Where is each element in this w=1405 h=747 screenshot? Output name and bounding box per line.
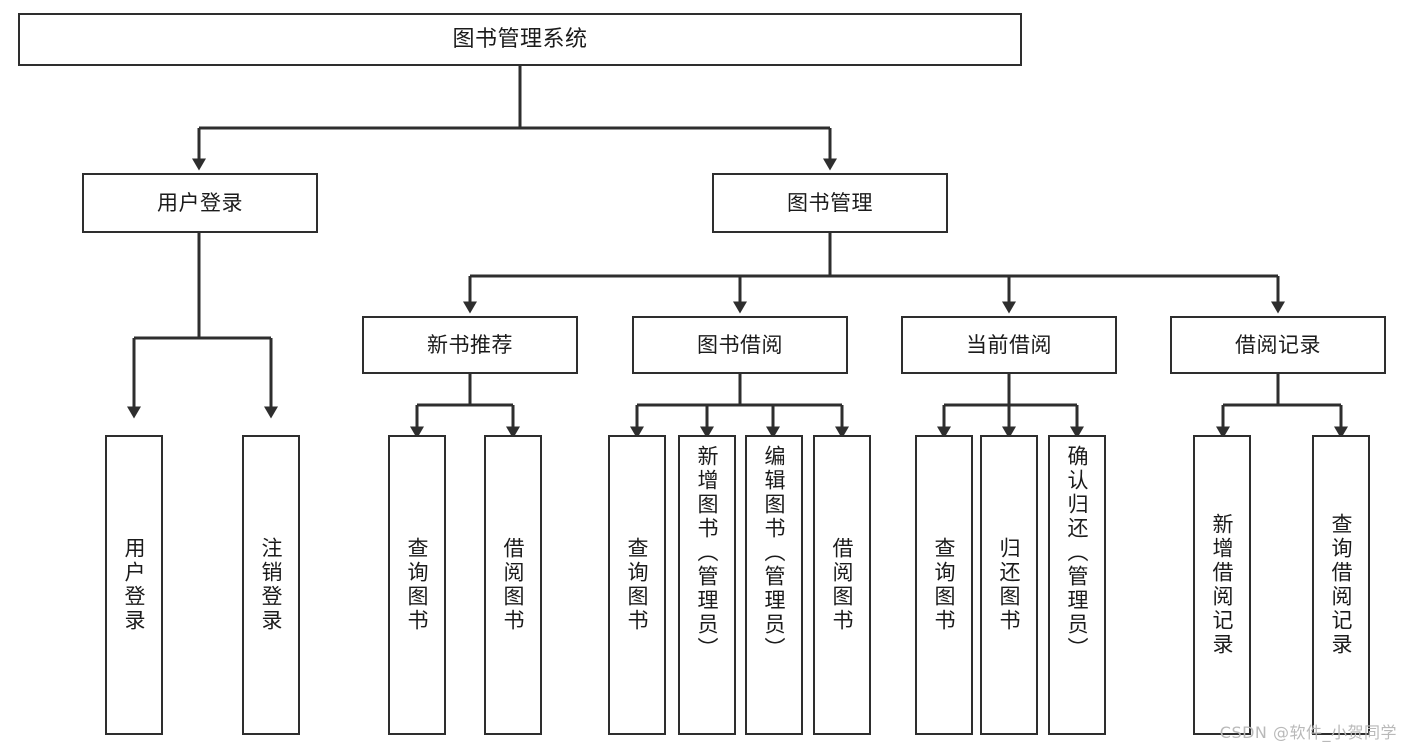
leaf-borrow-borrow-book[interactable]: 借阅图书 xyxy=(813,435,871,735)
node-borrow-records[interactable]: 借阅记录 xyxy=(1170,316,1386,374)
node-label: 查询图书 xyxy=(625,537,650,633)
leaf-recommend-query-book[interactable]: 查询图书 xyxy=(388,435,446,735)
node-label: 查询图书 xyxy=(405,537,430,633)
node-label: 新书推荐 xyxy=(427,332,513,357)
node-label: 借阅图书 xyxy=(501,537,526,633)
csdn-watermark: CSDN @软件_小贺同学 xyxy=(1219,723,1397,742)
leaf-records-add-record[interactable]: 新增借阅记录 xyxy=(1193,435,1251,735)
leaf-current-return-book[interactable]: 归还图书 xyxy=(980,435,1038,735)
leaf-current-confirm-return-admin[interactable]: 确认归还（管理员） xyxy=(1048,435,1106,735)
node-label: 用户登录 xyxy=(157,190,243,215)
leaf-user-login-login[interactable]: 用户登录 xyxy=(105,435,163,735)
node-label: 新增借阅记录 xyxy=(1210,513,1235,657)
node-label: 查询图书 xyxy=(932,537,957,633)
node-user-login[interactable]: 用户登录 xyxy=(82,173,318,233)
node-book-borrow[interactable]: 图书借阅 xyxy=(632,316,848,374)
leaf-borrow-query-book[interactable]: 查询图书 xyxy=(608,435,666,735)
node-label: 编辑图书（管理员） xyxy=(762,445,787,661)
leaf-user-login-logout[interactable]: 注销登录 xyxy=(242,435,300,735)
node-label: 图书借阅 xyxy=(697,332,783,357)
node-new-book-recommend[interactable]: 新书推荐 xyxy=(362,316,578,374)
leaf-borrow-edit-book-admin[interactable]: 编辑图书（管理员） xyxy=(745,435,803,735)
node-label: 用户登录 xyxy=(122,537,147,633)
leaf-current-query-book[interactable]: 查询图书 xyxy=(915,435,973,735)
leaf-recommend-borrow-book[interactable]: 借阅图书 xyxy=(484,435,542,735)
node-label: 图书管理系统 xyxy=(452,26,588,52)
node-label: 图书管理 xyxy=(787,190,873,215)
node-label: 注销登录 xyxy=(259,537,284,633)
node-label: 归还图书 xyxy=(997,537,1022,633)
node-label: 新增图书（管理员） xyxy=(695,445,720,661)
node-book-management[interactable]: 图书管理 xyxy=(712,173,948,233)
leaf-records-query-record[interactable]: 查询借阅记录 xyxy=(1312,435,1370,735)
node-label: 借阅图书 xyxy=(830,537,855,633)
leaf-borrow-add-book-admin[interactable]: 新增图书（管理员） xyxy=(678,435,736,735)
node-label: 借阅记录 xyxy=(1235,332,1321,357)
node-root-system[interactable]: 图书管理系统 xyxy=(18,13,1022,66)
node-label: 查询借阅记录 xyxy=(1329,513,1354,657)
node-label: 当前借阅 xyxy=(966,332,1052,357)
node-label: 确认归还（管理员） xyxy=(1065,445,1090,661)
node-current-borrow[interactable]: 当前借阅 xyxy=(901,316,1117,374)
